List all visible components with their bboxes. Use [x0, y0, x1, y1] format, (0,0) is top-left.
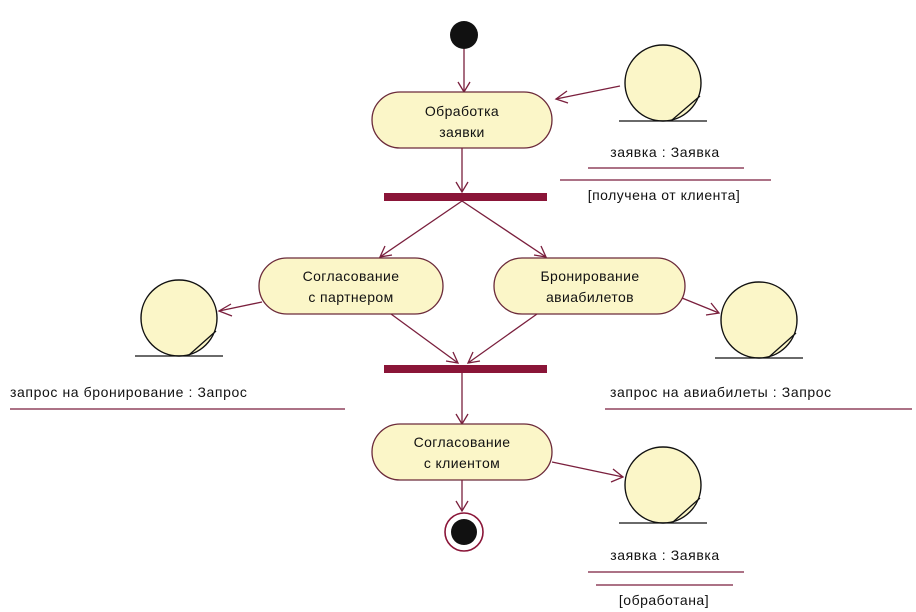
- object-ticket-request[interactable]: [720, 281, 798, 359]
- edge-partner-to-object: [218, 301, 263, 312]
- object-corner-mark: [672, 497, 701, 523]
- arrowhead: [217, 303, 233, 317]
- object-request-processed[interactable]: [624, 446, 702, 524]
- edge-booking-to-join: [467, 313, 538, 364]
- object-corner-mark: [671, 95, 701, 121]
- edge-partner-to-join: [390, 313, 459, 364]
- arrowhead: [455, 181, 469, 194]
- final-node: [451, 519, 477, 545]
- arrowhead: [554, 90, 569, 104]
- object-request-received-state: [получена от клиента]: [588, 187, 741, 203]
- initial-node: [450, 21, 478, 49]
- action-book-tickets[interactable]: [493, 257, 686, 315]
- object-ticket-request-label: запрос на авиабилеты : Запрос: [610, 384, 832, 400]
- action-process-request-line2: заявки: [439, 124, 485, 140]
- arrowhead: [378, 245, 393, 258]
- edge-booking-to-object: [681, 297, 720, 314]
- object-request-received[interactable]: [624, 44, 702, 122]
- arrowhead: [455, 500, 469, 513]
- object-request-processed-state: [обработана]: [619, 592, 709, 608]
- arrowhead: [610, 468, 625, 483]
- action-book-tickets-line2: авиабилетов: [546, 289, 634, 305]
- object-request-processed-label: заявка : Заявка: [610, 547, 720, 563]
- arrowhead: [705, 302, 721, 316]
- object-request-received-label: заявка : Заявка: [610, 144, 720, 160]
- join-bar: [384, 365, 547, 373]
- edge-fork-to-booking: [461, 200, 547, 258]
- edge-client-to-object: [551, 461, 624, 478]
- action-book-tickets-line1: Бронирование: [540, 268, 639, 284]
- action-agree-partner[interactable]: [258, 257, 444, 315]
- action-agree-partner-line2: с партнером: [308, 289, 393, 305]
- edge-object-to-process: [555, 85, 621, 100]
- object-corner-mark: [188, 330, 217, 356]
- object-booking-request[interactable]: [140, 279, 218, 357]
- action-agree-client-line2: с клиентом: [424, 455, 500, 471]
- object-corner-mark: [768, 332, 797, 358]
- edge-fork-to-partner: [379, 200, 463, 258]
- arrowhead: [466, 351, 481, 364]
- action-agree-partner-line1: Согласование: [303, 268, 400, 284]
- arrowhead: [445, 351, 460, 364]
- arrowhead: [533, 245, 548, 258]
- action-agree-client-line1: Согласование: [414, 434, 511, 450]
- action-agree-client[interactable]: [371, 423, 553, 481]
- action-process-request-line1: Обработка: [425, 103, 499, 119]
- object-booking-request-label: запрос на бронирование : Запрос: [10, 384, 247, 400]
- fork-bar: [384, 193, 547, 201]
